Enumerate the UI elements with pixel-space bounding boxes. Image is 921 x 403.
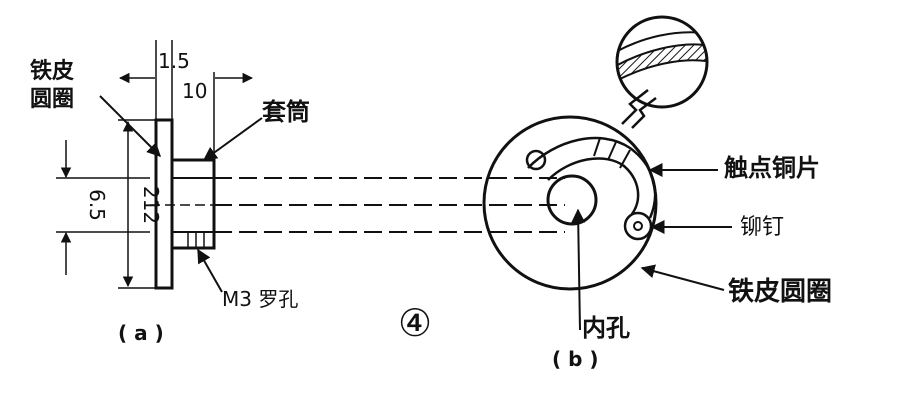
dim-6-5: 6.5 <box>85 189 109 221</box>
part-a-side-view <box>56 40 263 293</box>
label-sleeve: 套筒 <box>262 98 310 126</box>
label-iron-ring-b: 铁皮圆圈 <box>728 276 832 307</box>
inner-hole <box>546 174 598 226</box>
contact-copper-strip <box>527 136 657 219</box>
dim-10: 10 <box>182 79 207 103</box>
label-contact-copper: 触点铜片 <box>724 154 820 182</box>
m3-thread-lines <box>187 232 205 248</box>
label-m3-hole: M3 罗孔 <box>222 287 298 311</box>
rivet-hole-lower <box>623 211 653 241</box>
labels: 铁皮 圆圈 1.5 10 6.5 212 套筒 M3 罗孔 ( a ) ④ 内孔… <box>30 49 832 371</box>
iron-ring-circle <box>482 115 658 291</box>
label-iron-ring-a-line2: 圆圈 <box>30 87 74 112</box>
dim-212: 212 <box>139 186 163 224</box>
label-inner-hole: 内孔 <box>582 314 630 342</box>
label-rivet: 铆钉 <box>740 215 784 240</box>
rivet-hole-upper <box>525 149 547 171</box>
part-b-front-view <box>482 15 732 331</box>
label-figure-number: ④ <box>398 301 432 345</box>
label-iron-ring-a-line1: 铁皮 <box>30 58 74 84</box>
label-part-a: ( a ) <box>118 321 164 345</box>
label-part-b: ( b ) <box>552 347 599 371</box>
sleeve-body <box>170 158 216 250</box>
dim-1-5: 1.5 <box>158 49 190 73</box>
projection-lines <box>214 177 565 233</box>
